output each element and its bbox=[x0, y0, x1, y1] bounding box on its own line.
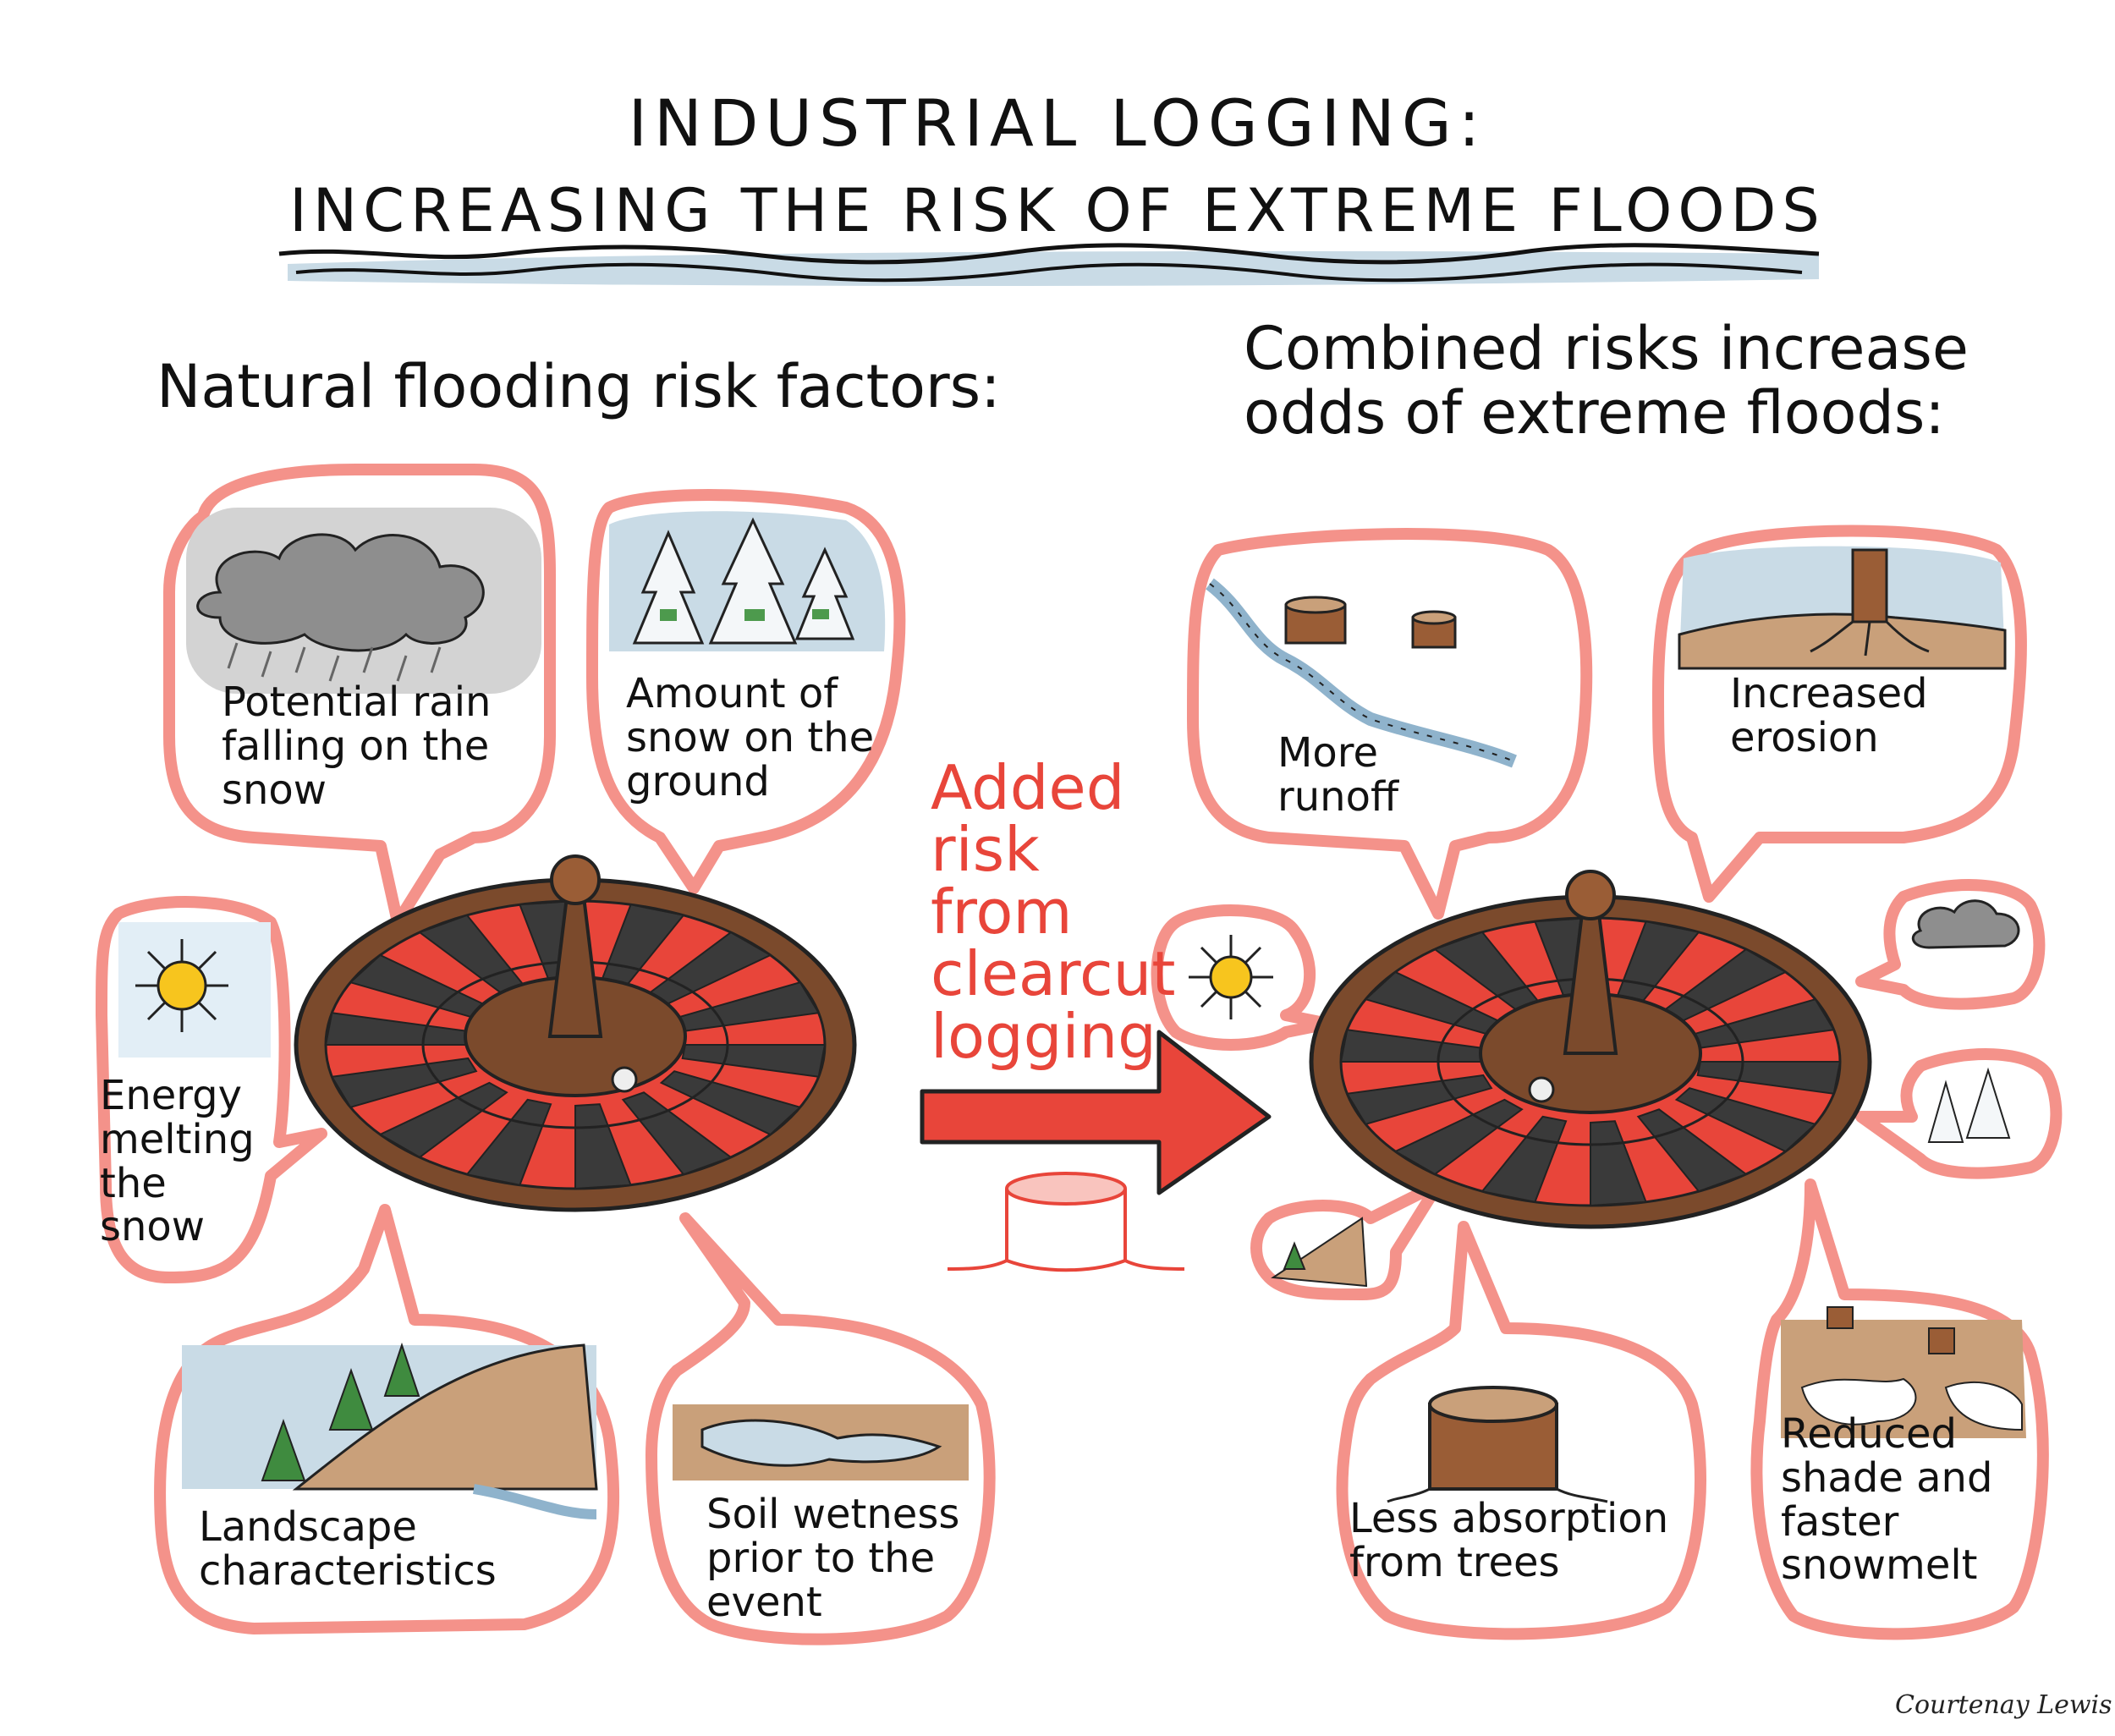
right-heading: Combined risks increase odds of extreme … bbox=[1244, 314, 1969, 448]
mountain-landscape-icon bbox=[1271, 1217, 1368, 1288]
snowy-trees-icon bbox=[1927, 1067, 2011, 1143]
sun-icon bbox=[1189, 935, 1273, 1019]
factor-label-landscape: Landscape characteristics bbox=[199, 1503, 497, 1595]
wheel-segment bbox=[1590, 1120, 1648, 1207]
tree-stump-icon bbox=[1387, 1386, 1608, 1503]
wheel-segment bbox=[1636, 1108, 1748, 1193]
wheel-segment bbox=[1393, 1098, 1524, 1176]
clearcut-snow-icon bbox=[1781, 1306, 2026, 1438]
wheel-segment bbox=[465, 1098, 552, 1186]
wheel-segment bbox=[574, 1103, 633, 1190]
factor-label-soil: Soil wetness prior to the event bbox=[706, 1491, 960, 1626]
page-subtitle: INCREASING THE RISK OF EXTREME FLOODS bbox=[289, 176, 1826, 245]
sun-icon bbox=[118, 922, 271, 1058]
snowy-trees-icon bbox=[609, 511, 886, 651]
mountain-landscape-icon bbox=[182, 1342, 598, 1519]
factor-label-erosion: Increased erosion bbox=[1730, 670, 1928, 761]
right-arrow-icon bbox=[920, 1030, 1272, 1195]
wheel-segment bbox=[1345, 1074, 1493, 1125]
rain-cloud-icon bbox=[186, 508, 541, 694]
wheel-segment bbox=[659, 1070, 802, 1136]
wheel-segment bbox=[621, 1091, 733, 1176]
rain-cloud-icon bbox=[1911, 899, 2020, 949]
factor-label-energy: Energy melting the snow bbox=[100, 1072, 255, 1251]
right-roulette-wheel bbox=[1309, 870, 1872, 1229]
factor-label-absorption: Less absorption from trees bbox=[1349, 1495, 1669, 1586]
wheel-segment bbox=[1480, 1115, 1568, 1203]
wheel-segment bbox=[378, 1081, 508, 1159]
wheel-segment bbox=[330, 1057, 478, 1108]
wheel-segment bbox=[1696, 1061, 1842, 1095]
wet-soil-icon bbox=[673, 1404, 969, 1481]
eroded-roots-icon bbox=[1678, 546, 2007, 670]
factor-label-snow: Amount of snow on the ground bbox=[626, 670, 875, 805]
factor-label-rain: Potential rain falling on the snow bbox=[222, 678, 492, 814]
added-risk-text: Added risk from clearcut logging bbox=[931, 752, 1176, 1072]
left-heading: Natural flooding risk factors: bbox=[157, 352, 1001, 421]
tree-stump-icon bbox=[947, 1172, 1185, 1272]
factor-label-runoff: More runoff bbox=[1277, 729, 1399, 821]
stumps-river-icon bbox=[1206, 578, 1517, 768]
artist-signature: Courtenay Lewis bbox=[1895, 1690, 2112, 1720]
wheel-segment bbox=[1674, 1087, 1817, 1153]
bubble-small-trees bbox=[1855, 1048, 2063, 1179]
page-title: INDUSTRIAL LOGGING: bbox=[628, 85, 1487, 161]
factor-label-shade: Reduced shade and faster snowmelt bbox=[1781, 1410, 1993, 1590]
title-wave-underline bbox=[278, 243, 1820, 287]
wheel-segment bbox=[681, 1044, 827, 1078]
left-roulette-wheel bbox=[294, 854, 857, 1212]
